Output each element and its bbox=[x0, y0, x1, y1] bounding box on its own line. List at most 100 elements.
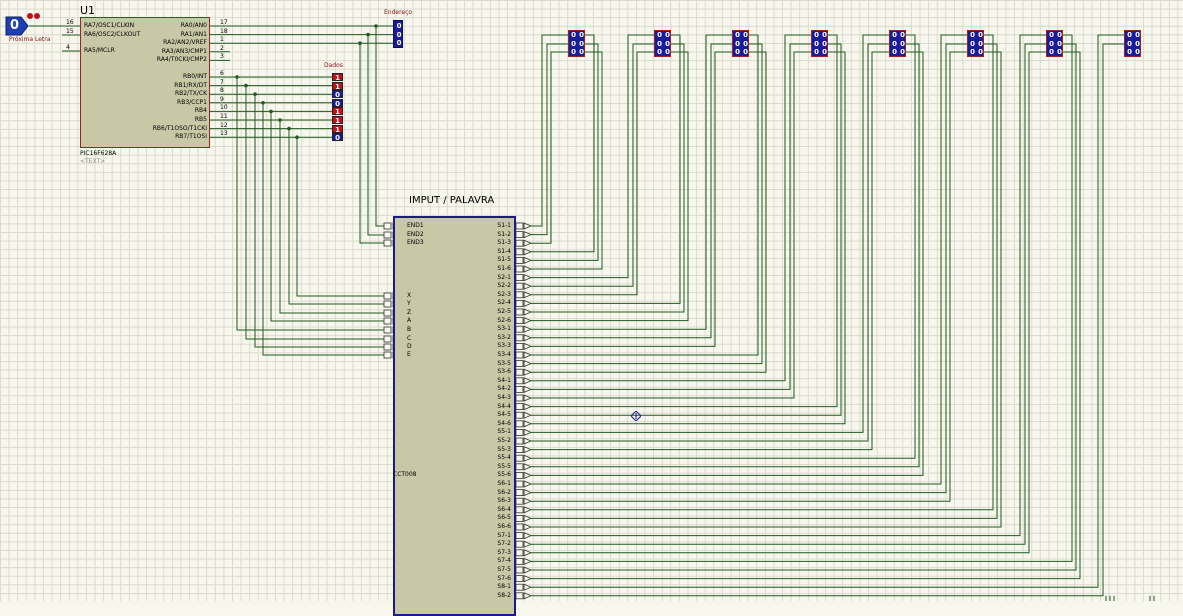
braille-right-wire[interactable] bbox=[531, 34, 595, 253]
braille-left-wire[interactable] bbox=[531, 43, 732, 339]
data-bus-wire[interactable] bbox=[254, 94, 385, 348]
imput-pin-name: S2-2 bbox=[497, 282, 511, 290]
braille-right-wire[interactable] bbox=[531, 43, 1077, 571]
u1-pin-name: RA1/AN1 bbox=[180, 30, 207, 38]
data-bus-wire[interactable] bbox=[236, 77, 385, 331]
endereco-digit: 0 bbox=[396, 39, 402, 48]
braille-left-wire[interactable] bbox=[531, 34, 732, 330]
braille-right-wire[interactable] bbox=[531, 43, 763, 365]
braille-cell: 0 bbox=[900, 31, 905, 39]
braille-left-wire[interactable] bbox=[531, 34, 654, 279]
braille-left-wire[interactable] bbox=[531, 43, 811, 390]
braille-right-wire[interactable] bbox=[531, 43, 599, 261]
braille-right-wire[interactable] bbox=[531, 51, 1002, 528]
braille-right-wire[interactable] bbox=[531, 43, 998, 519]
braille-right-wire[interactable] bbox=[531, 51, 1081, 580]
braille-cell: 0 bbox=[892, 31, 897, 39]
imput-pin-box bbox=[515, 282, 524, 290]
braille-right-wire[interactable] bbox=[531, 34, 838, 408]
braille-cell: 0 bbox=[1049, 31, 1054, 39]
data-bus-wire[interactable] bbox=[279, 120, 385, 314]
braille-cell: 0 bbox=[665, 48, 670, 57]
imput-pin-name: S4-5 bbox=[497, 411, 511, 419]
braille-right-wire[interactable] bbox=[531, 51, 603, 270]
u1-chip[interactable] bbox=[80, 17, 210, 148]
imput-pin-arrow bbox=[523, 282, 533, 290]
braille-right-wire[interactable] bbox=[531, 43, 842, 416]
braille-left-wire[interactable] bbox=[531, 51, 568, 244]
imput-pin-box bbox=[515, 317, 524, 325]
braille-left-wire[interactable] bbox=[531, 43, 654, 287]
braille-right-wire[interactable] bbox=[531, 34, 681, 304]
braille-left-wire[interactable] bbox=[531, 34, 1046, 537]
imput-pin-box bbox=[383, 317, 392, 325]
braille-right-wire[interactable] bbox=[531, 34, 916, 459]
braille-left-wire[interactable] bbox=[531, 34, 967, 485]
braille-right-wire[interactable] bbox=[531, 51, 924, 476]
imput-block[interactable] bbox=[393, 216, 516, 616]
address-bus-wire[interactable] bbox=[375, 26, 385, 227]
braille-right-wire[interactable] bbox=[531, 34, 1073, 562]
braille-cell: 0 bbox=[657, 39, 662, 48]
u1-pin-number: 12 bbox=[220, 121, 228, 129]
braille-left-wire[interactable] bbox=[531, 51, 889, 451]
braille-left-wire[interactable] bbox=[531, 34, 811, 382]
imput-pin-name: S3-2 bbox=[497, 333, 511, 341]
imput-pin-name: S5-4 bbox=[497, 454, 511, 462]
data-bus-wire[interactable] bbox=[296, 137, 385, 297]
braille-left-wire[interactable] bbox=[531, 51, 811, 399]
imput-pin-box bbox=[515, 385, 524, 393]
toggle-dot-left[interactable] bbox=[27, 13, 33, 19]
address-bus-wire[interactable] bbox=[359, 43, 385, 244]
braille-left-wire[interactable] bbox=[531, 51, 654, 296]
braille-left-wire[interactable] bbox=[531, 34, 1124, 588]
braille-cell: 0 bbox=[1135, 48, 1140, 57]
toggle-dot-right[interactable] bbox=[34, 13, 40, 19]
address-bus-wire[interactable] bbox=[367, 34, 385, 236]
u1-ref: U1 bbox=[80, 4, 96, 17]
imput-pin-box bbox=[515, 394, 524, 402]
braille-right-wire[interactable] bbox=[531, 34, 994, 511]
braille-left-wire[interactable] bbox=[531, 34, 568, 227]
data-bus-wire[interactable] bbox=[270, 111, 385, 322]
braille-left-wire[interactable] bbox=[531, 51, 1046, 554]
braille-left-wire[interactable] bbox=[531, 43, 1046, 545]
braille-left-wire[interactable] bbox=[531, 43, 967, 494]
braille-left-wire[interactable] bbox=[531, 34, 889, 433]
input-button[interactable]: 0 bbox=[5, 16, 29, 36]
braille-left-wire[interactable] bbox=[531, 43, 889, 442]
braille-right-wire[interactable] bbox=[531, 51, 767, 373]
cursor-marker-icon[interactable] bbox=[631, 411, 641, 421]
data-bus-wire[interactable] bbox=[288, 128, 385, 305]
imput-title: IMPUT / PALAVRA bbox=[409, 195, 495, 206]
imput-pin-name: S6-2 bbox=[497, 488, 511, 496]
data-bus-wire[interactable] bbox=[262, 102, 385, 356]
braille-left-wire[interactable] bbox=[531, 51, 732, 347]
braille-right-wire[interactable] bbox=[531, 43, 685, 313]
braille-cell: 0 bbox=[1127, 39, 1132, 48]
braille-left-wire[interactable] bbox=[531, 51, 967, 502]
braille-right-wire[interactable] bbox=[531, 51, 689, 322]
imput-pin-box bbox=[515, 377, 524, 385]
braille-left-wire[interactable] bbox=[531, 43, 568, 236]
u1-pin-name: RA4/T0CKI/CMP2 bbox=[156, 56, 207, 64]
braille-right-wire[interactable] bbox=[531, 51, 846, 425]
braille-right-wire[interactable] bbox=[531, 43, 920, 468]
braille-right-wire[interactable] bbox=[531, 34, 759, 356]
u1-pin-number: 4 bbox=[66, 44, 70, 51]
u1-pin-name: RB3/CCP1 bbox=[177, 98, 207, 106]
data-bus-wire[interactable] bbox=[245, 85, 385, 340]
braille-cell: 0 bbox=[571, 48, 576, 57]
braille-left-wire[interactable] bbox=[531, 43, 1124, 597]
